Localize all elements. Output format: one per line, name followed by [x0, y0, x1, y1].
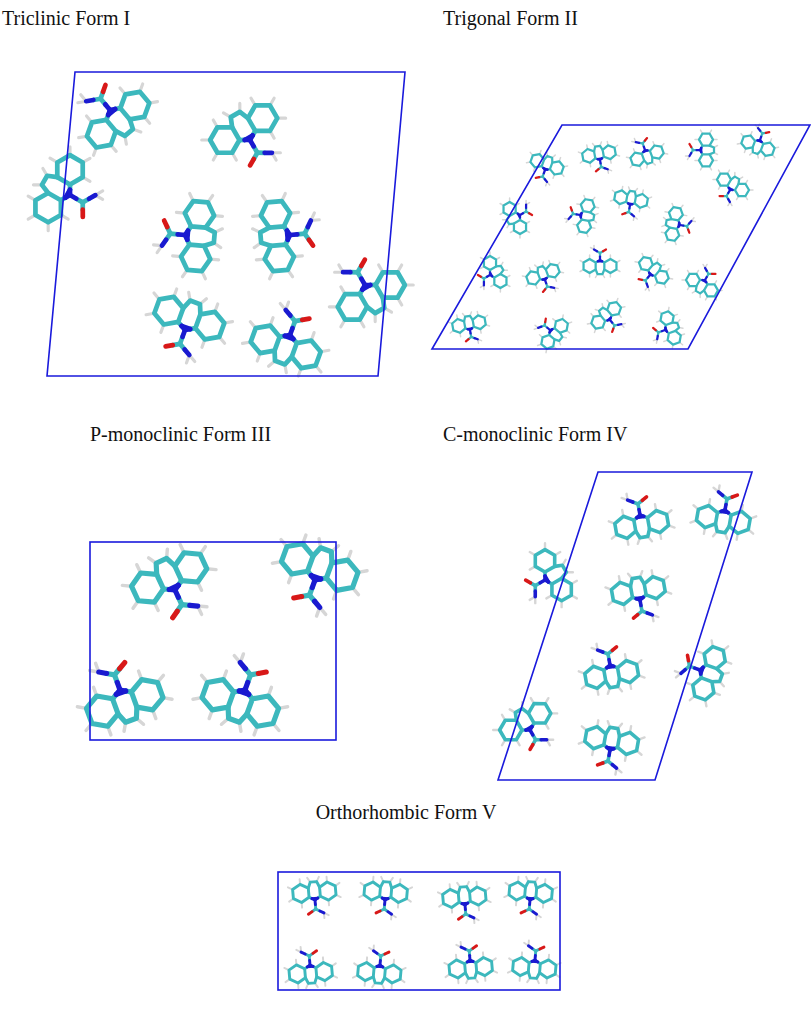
unit-cell — [432, 125, 810, 349]
panel-title: P-monoclinic Form III — [90, 422, 271, 446]
form-four-molecules — [488, 482, 760, 779]
form-two-molecules — [447, 120, 783, 357]
form-three-molecules — [66, 527, 372, 744]
unit-cell — [278, 872, 560, 990]
form-five-molecules — [283, 875, 563, 990]
panel-title: Trigonal Form II — [443, 6, 578, 30]
unit-cell — [90, 542, 336, 740]
panel-title: Orthorhombic Form V — [316, 800, 497, 824]
form-one-molecules — [17, 60, 419, 384]
panel-title: C-monoclinic Form IV — [443, 422, 627, 446]
panel-title: Triclinic Form I — [2, 6, 130, 30]
unit-cell — [47, 72, 405, 376]
unit-cell — [498, 472, 752, 780]
